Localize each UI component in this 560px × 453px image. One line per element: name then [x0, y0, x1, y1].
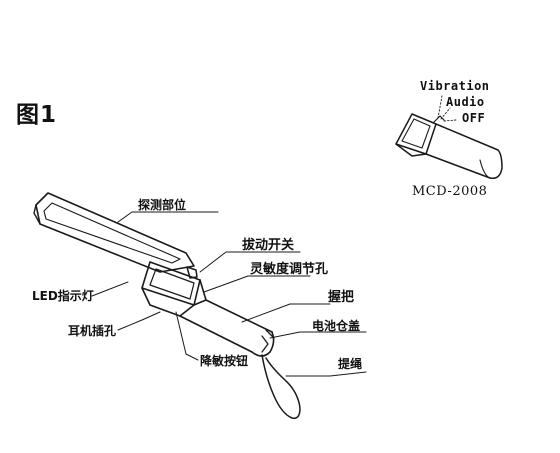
label-earphone-jack: 耳机插孔 — [68, 324, 117, 338]
label-detect-head: 探测部位 — [138, 198, 187, 212]
toggle-switch-knob — [186, 266, 198, 279]
label-sensitivity-hole: 灵敏度调节孔 — [250, 262, 329, 277]
mode-off: OFF — [462, 111, 486, 125]
label-toggle-switch: 拔动开关 — [242, 238, 295, 253]
mode-vibration: Vibration — [420, 79, 490, 93]
control-panel — [141, 261, 207, 317]
mode-audio: Audio — [446, 95, 485, 109]
model-number: MCD-2008 — [412, 184, 488, 199]
inset-detector — [395, 113, 503, 180]
inset-switch-pointers — [437, 95, 457, 122]
handle-grip — [179, 299, 275, 357]
figure-title: 图1 — [16, 102, 58, 128]
label-battery-cover: 电池仓盖 — [312, 319, 361, 333]
label-reduce-sensitivity-button: 降敏按钮 — [200, 354, 249, 368]
leader-lines — [91, 211, 367, 377]
label-lanyard: 提绳 — [338, 357, 363, 371]
label-grip: 握把 — [328, 290, 355, 305]
detector-head — [33, 192, 195, 273]
lanyard-loop — [261, 354, 301, 420]
label-led-light: LED指示灯 — [32, 289, 94, 303]
